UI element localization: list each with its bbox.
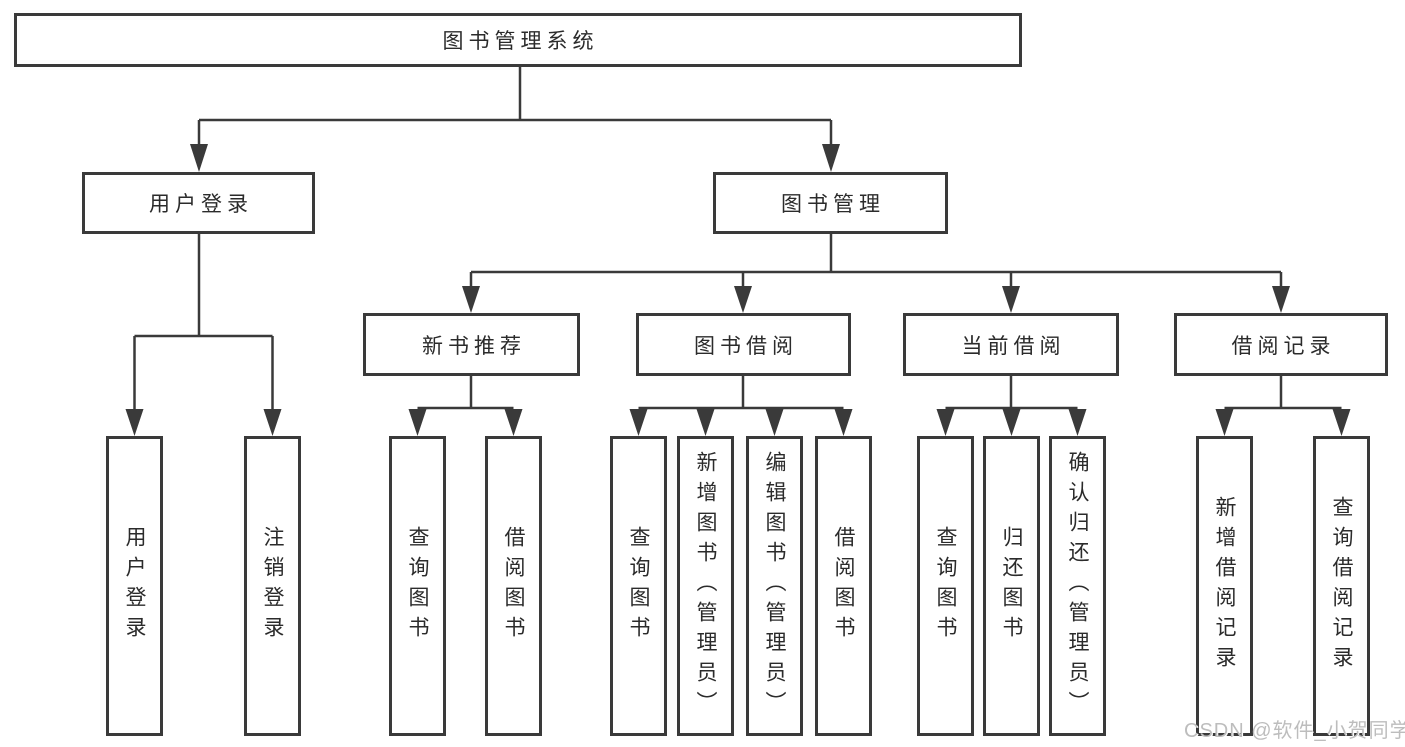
node-current-borrowing-label: 当前借阅 <box>961 334 1066 358</box>
leaf-logout-login-label: 注销登录 <box>261 526 284 646</box>
node-borrow-records-label: 借阅记录 <box>1231 334 1336 358</box>
node-user-login: 用户登录 <box>82 172 315 234</box>
node-book-borrowing-label: 图书借阅 <box>694 334 798 358</box>
arrowhead-icons <box>125 144 1351 436</box>
leaf-add-borrow-record-label: 新增借阅记录 <box>1213 496 1236 676</box>
csdn-watermark: CSDN @软件_小贺同学 <box>1184 720 1405 742</box>
leaf-borrow-books-recommend-label: 借阅图书 <box>502 526 525 646</box>
leaf-query-books-recommend: 查询图书 <box>389 436 446 736</box>
leaf-query-books-current-label: 查询图书 <box>934 526 957 646</box>
leaf-confirm-return-admin: 确认归还（管理员） <box>1049 436 1106 736</box>
node-root-label: 图书管理系统 <box>442 30 599 53</box>
leaf-query-books-borrowing: 查询图书 <box>610 436 667 736</box>
leaf-confirm-return-admin-label: 确认归还（管理员） <box>1066 451 1089 721</box>
leaf-return-books: 归还图书 <box>983 436 1040 736</box>
node-new-book-recommend: 新书推荐 <box>363 313 580 376</box>
leaf-user-login: 用户登录 <box>106 436 163 736</box>
leaf-add-borrow-record: 新增借阅记录 <box>1196 436 1253 736</box>
leaf-query-borrow-record-label: 查询借阅记录 <box>1330 496 1353 676</box>
node-book-management-label: 图书管理 <box>781 193 885 216</box>
leaf-logout-login: 注销登录 <box>244 436 301 736</box>
leaf-user-login-label: 用户登录 <box>123 526 146 646</box>
node-new-book-recommend-label: 新书推荐 <box>422 334 526 358</box>
node-book-management: 图书管理 <box>713 172 948 234</box>
leaf-add-book-admin-label: 新增图书（管理员） <box>694 451 717 721</box>
node-user-login-label: 用户登录 <box>149 193 253 216</box>
leaf-borrow-books-borrowing: 借阅图书 <box>815 436 872 736</box>
node-book-borrowing: 图书借阅 <box>636 313 851 376</box>
node-root-system: 图书管理系统 <box>14 13 1022 67</box>
leaf-borrow-books-borrowing-label: 借阅图书 <box>832 526 855 646</box>
leaf-query-books-borrowing-label: 查询图书 <box>627 526 650 646</box>
leaf-query-books-current: 查询图书 <box>917 436 974 736</box>
node-current-borrowing: 当前借阅 <box>903 313 1119 376</box>
leaf-query-books-recommend-label: 查询图书 <box>406 526 429 646</box>
node-borrow-records: 借阅记录 <box>1174 313 1388 376</box>
leaf-borrow-books-recommend: 借阅图书 <box>485 436 542 736</box>
leaf-edit-book-admin-label: 编辑图书（管理员） <box>763 451 786 721</box>
leaf-return-books-label: 归还图书 <box>1000 526 1023 646</box>
leaf-add-book-admin: 新增图书（管理员） <box>677 436 734 736</box>
leaf-query-borrow-record: 查询借阅记录 <box>1313 436 1370 736</box>
leaf-edit-book-admin: 编辑图书（管理员） <box>746 436 803 736</box>
